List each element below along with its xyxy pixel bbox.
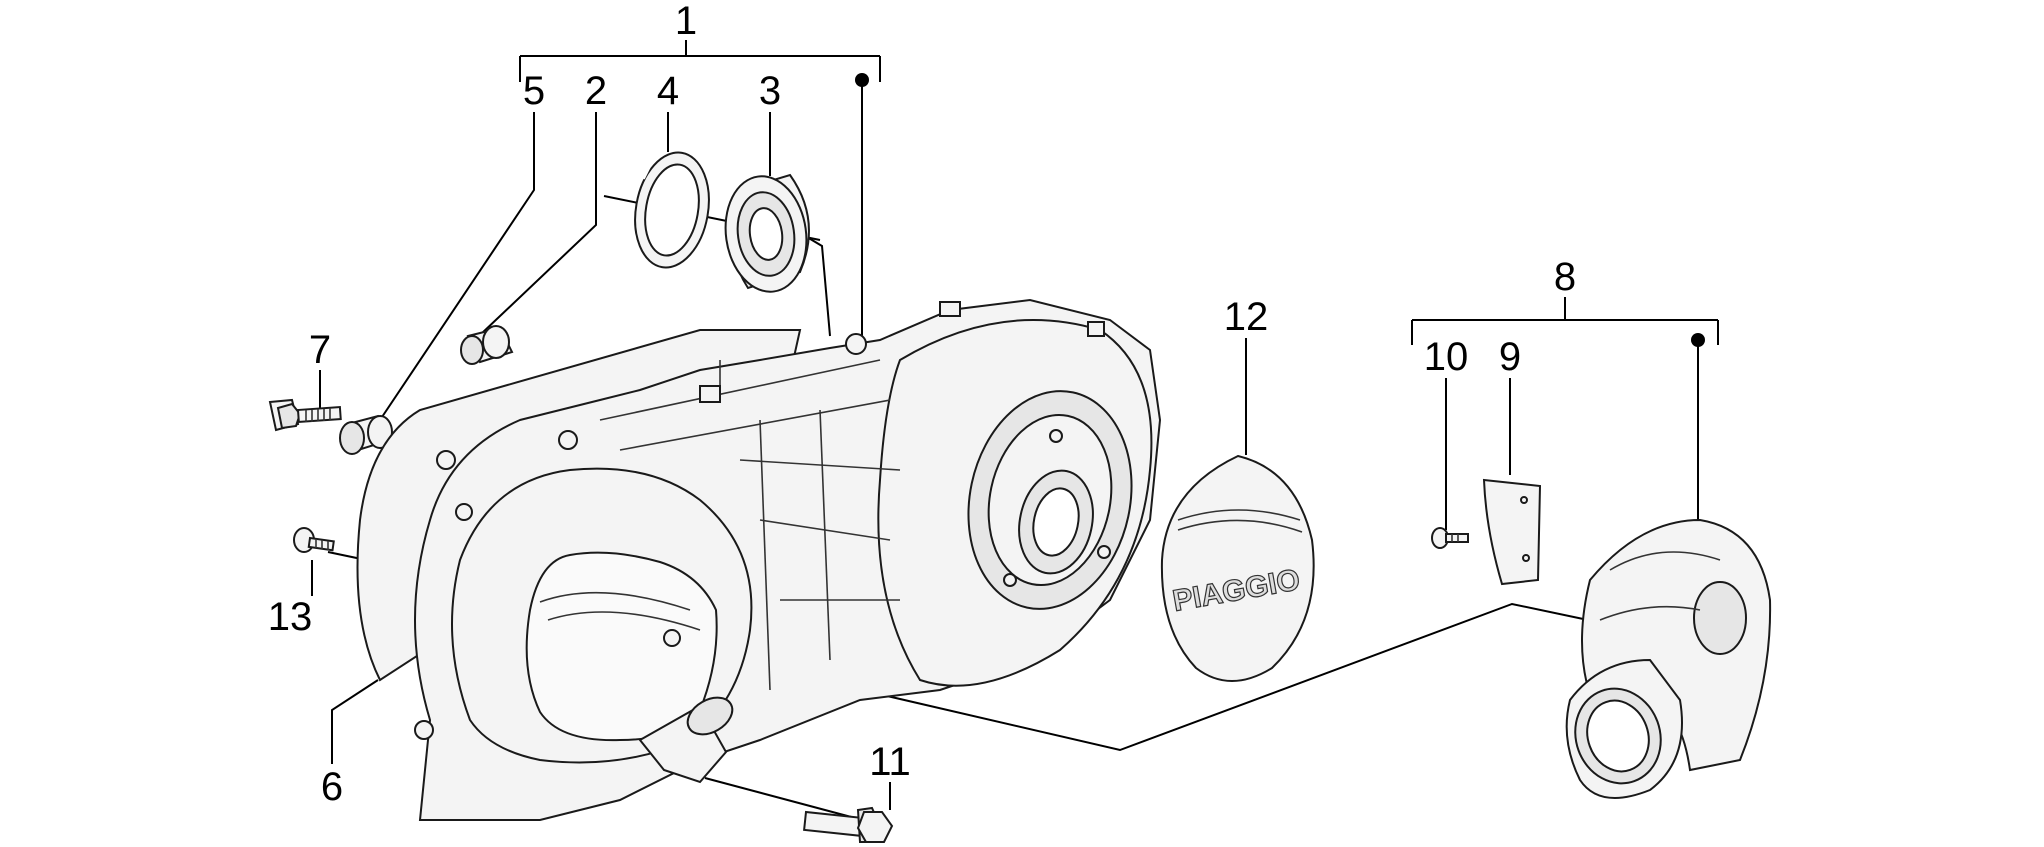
bracket-group-1 <box>519 40 881 87</box>
callout-11: 11 <box>869 740 911 784</box>
part-2-bushing <box>460 325 514 365</box>
part-10-screw <box>1431 527 1469 549</box>
part-3-bearing <box>724 173 810 293</box>
callout-5: 5 <box>523 69 545 113</box>
callout-3: 3 <box>759 69 781 113</box>
callout-6: 6 <box>321 765 343 809</box>
callout-2: 2 <box>585 69 607 113</box>
callout-1: 1 <box>675 0 697 43</box>
callout-9: 9 <box>1499 335 1521 379</box>
callout-7: 7 <box>309 328 331 372</box>
part-9-plate <box>1482 478 1542 586</box>
callout-12: 12 <box>1224 295 1269 339</box>
part-11-flange-bolt <box>803 806 894 843</box>
callout-4: 4 <box>657 69 679 113</box>
callout-13: 13 <box>268 595 313 639</box>
callout-8: 8 <box>1554 255 1576 299</box>
part-6-transmission-cover <box>356 298 1162 821</box>
part-13-screw <box>293 527 335 553</box>
part-8-air-duct <box>1565 518 1772 799</box>
part-4-circlip-ring <box>634 151 710 269</box>
part-12-logo-cover: PIAGGIO <box>1160 454 1315 682</box>
callout-10: 10 <box>1424 335 1469 379</box>
part-7-flange-bolt <box>268 398 342 432</box>
